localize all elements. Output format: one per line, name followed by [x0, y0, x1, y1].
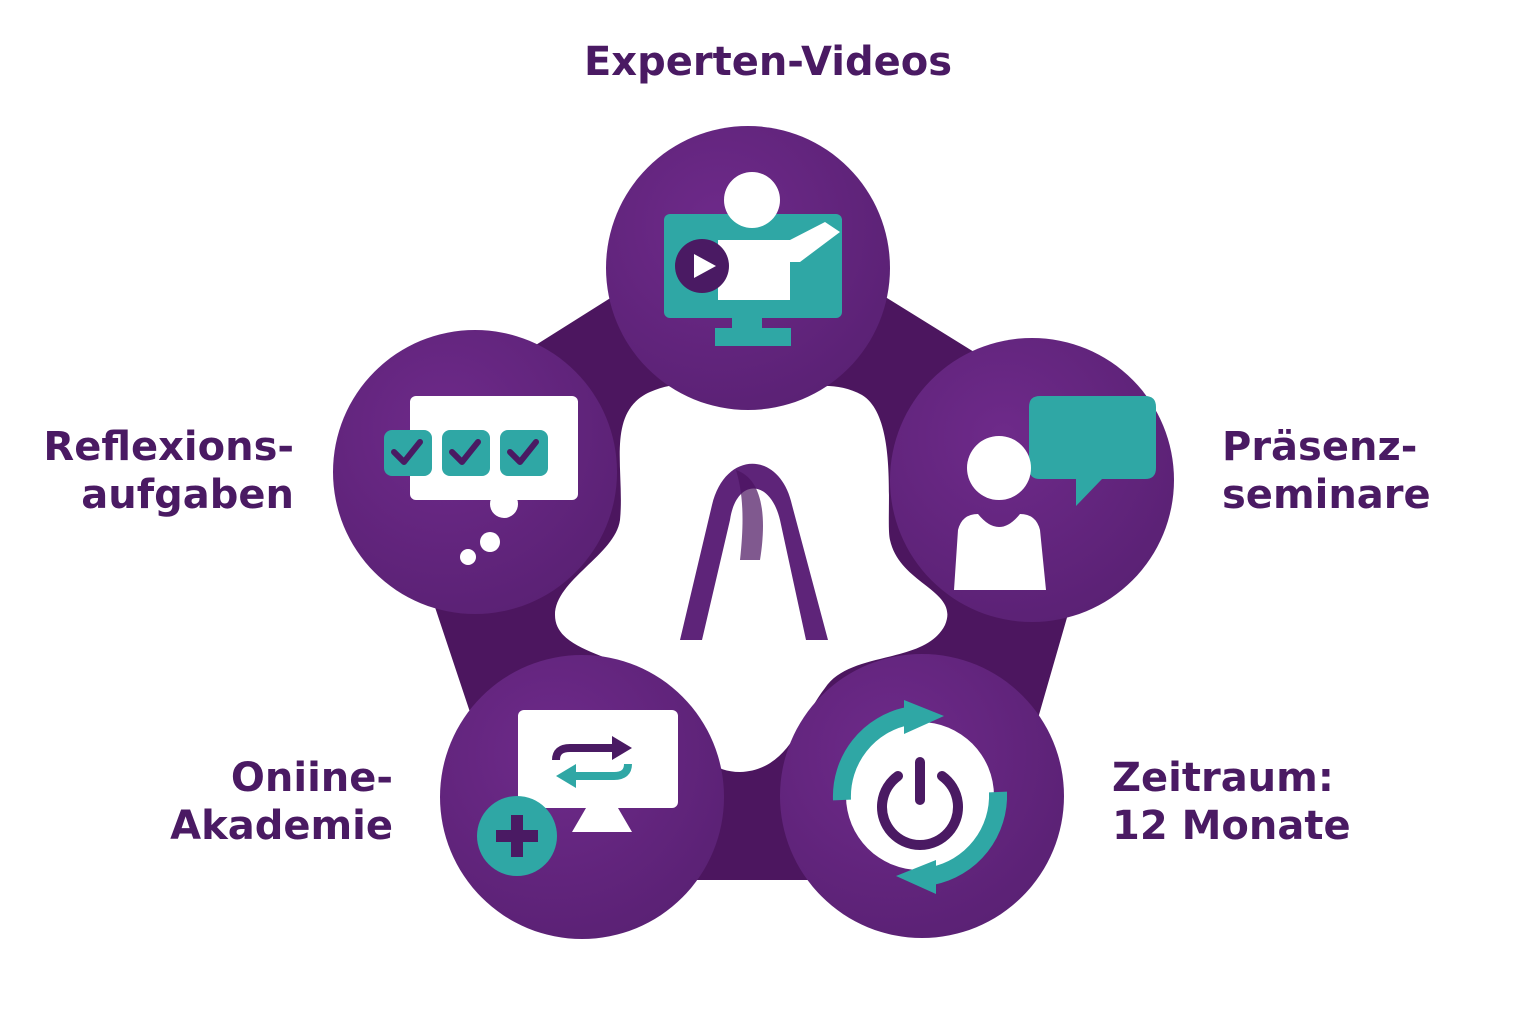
label-line: Reflexions-	[43, 424, 294, 470]
speaker-chat-icon	[954, 396, 1156, 590]
logo-arch-icon	[680, 463, 828, 640]
label-praesenzseminare: Präsenz- seminare	[1222, 423, 1431, 519]
video-presenter-icon	[664, 172, 842, 346]
label-line: Akademie	[170, 803, 393, 849]
label-experten-videos: Experten-Videos	[0, 38, 1536, 86]
label-zeitraum: Zeitraum: 12 Monate	[1112, 754, 1351, 850]
label-online-akademie: Oniine- Akademie	[170, 754, 393, 850]
label-line: Präsenz-	[1222, 424, 1418, 470]
label-line: seminare	[1222, 472, 1431, 518]
label-line: Experten-Videos	[583, 39, 953, 85]
label-line: aufgaben	[81, 472, 294, 518]
screen-exchange-icon	[477, 710, 678, 876]
label-line: Zeitraum:	[1112, 755, 1334, 801]
label-line: 12 Monate	[1112, 803, 1351, 849]
power-cycle-icon	[832, 700, 1008, 894]
label-line: Oniine-	[230, 755, 393, 801]
checklist-thought-icon	[384, 396, 578, 565]
label-reflexionsaufgaben: Reflexions- aufgaben	[43, 423, 294, 519]
